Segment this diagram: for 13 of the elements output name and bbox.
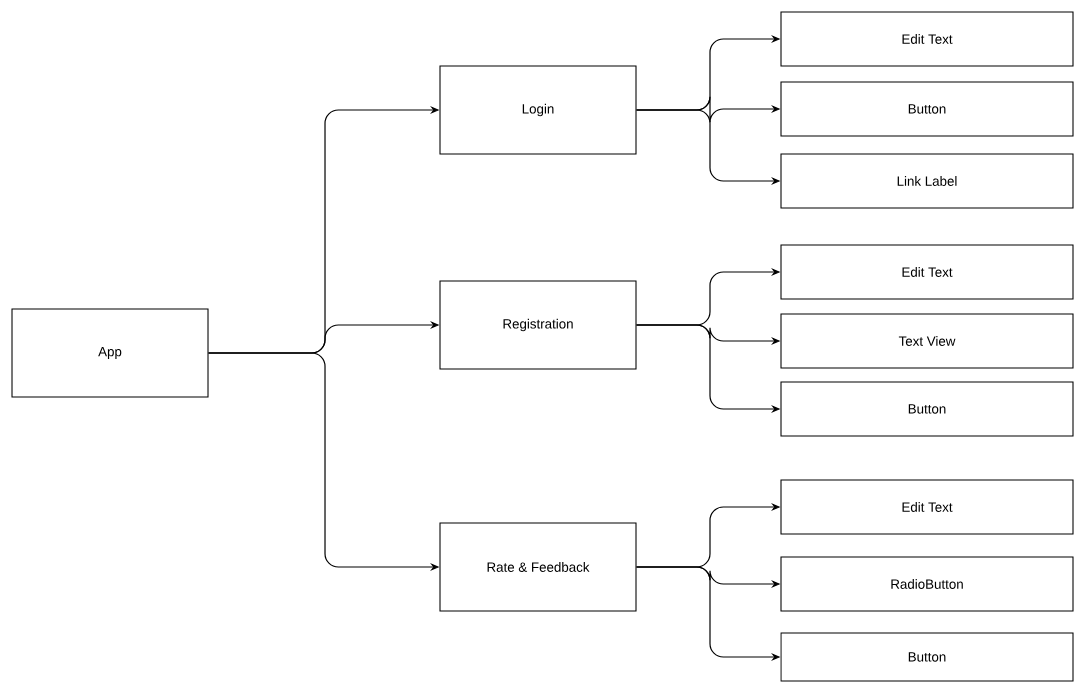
screen-box: Registration	[439, 280, 637, 370]
component-box: Button	[780, 81, 1074, 137]
screen-box: Rate & Feedback	[439, 522, 637, 612]
component-box: Button	[780, 381, 1074, 437]
component-box: Text View	[780, 313, 1074, 369]
root-box: App	[11, 308, 209, 398]
screen-box: Login	[439, 65, 637, 155]
component-box: Edit Text	[780, 479, 1074, 535]
component-box: Edit Text	[780, 244, 1074, 300]
component-box: Link Label	[780, 153, 1074, 209]
component-box: RadioButton	[780, 556, 1074, 612]
component-box: Button	[780, 632, 1074, 682]
component-box: Edit Text	[780, 11, 1074, 67]
